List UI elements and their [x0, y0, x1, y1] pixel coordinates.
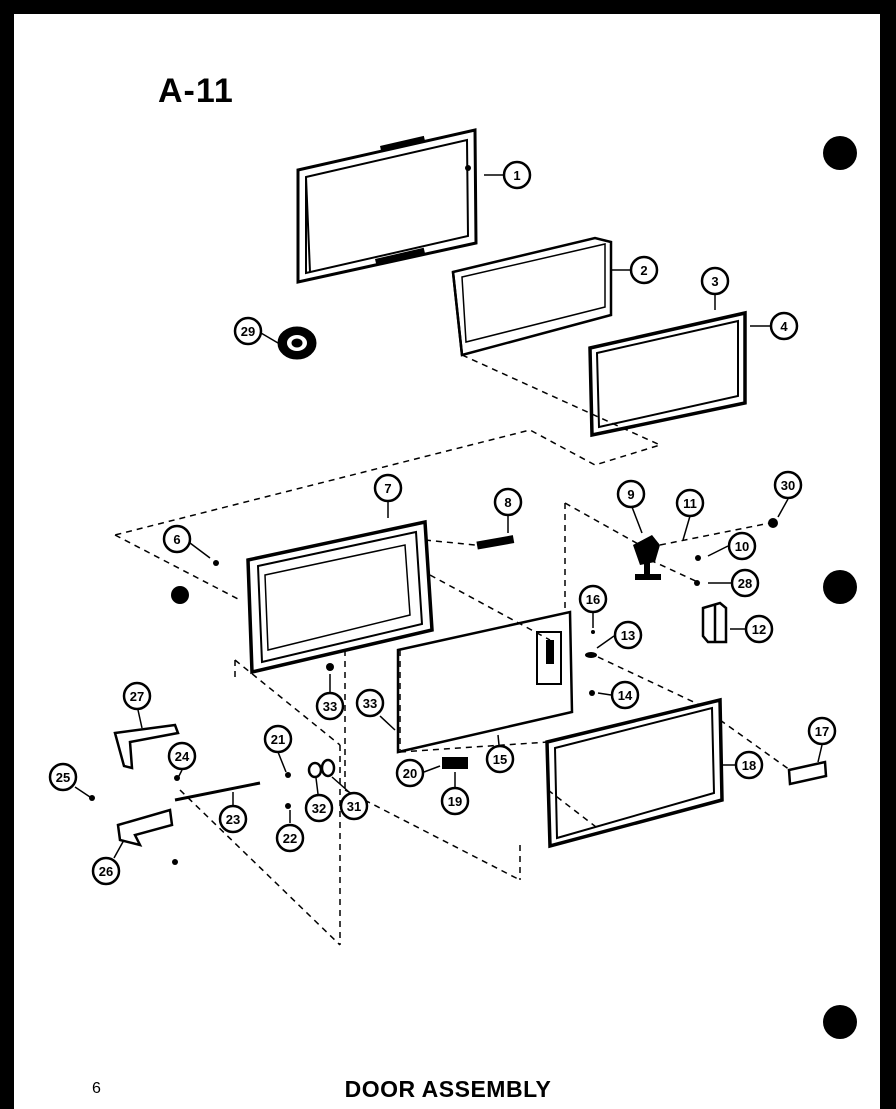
part-bracket — [113, 723, 180, 770]
part-knob — [277, 326, 317, 360]
callout-16: 16 — [578, 584, 608, 614]
callout-15: 15 — [485, 744, 515, 774]
svg-text:4: 4 — [780, 319, 788, 334]
callout-13: 13 — [613, 620, 643, 650]
callout-9: 9 — [616, 479, 646, 509]
svg-text:27: 27 — [130, 689, 144, 704]
svg-text:22: 22 — [283, 831, 297, 846]
callout-25: 25 — [48, 762, 78, 792]
svg-text:31: 31 — [347, 799, 361, 814]
callout-22: 22 — [275, 823, 305, 853]
callout-20: 20 — [395, 758, 425, 788]
callout-27: 27 — [122, 681, 152, 711]
svg-text:25: 25 — [56, 770, 70, 785]
callout-4: 4 — [769, 311, 799, 341]
diagram-caption: DOOR ASSEMBLY — [344, 1076, 552, 1102]
part-handle — [787, 760, 828, 786]
svg-text:14: 14 — [618, 688, 633, 703]
svg-text:9: 9 — [627, 487, 634, 502]
svg-text:10: 10 — [735, 539, 749, 554]
callout-19: 19 — [440, 786, 470, 816]
svg-text:33: 33 — [323, 699, 337, 714]
svg-text:11: 11 — [683, 496, 697, 511]
svg-text:13: 13 — [621, 628, 635, 643]
svg-text:32: 32 — [312, 801, 326, 816]
part-hinge-bar — [476, 535, 515, 550]
svg-text:12: 12 — [752, 622, 766, 637]
svg-text:19: 19 — [448, 794, 462, 809]
callout-33-left: 33 — [315, 691, 345, 721]
callout-33-right: 33 — [355, 688, 385, 718]
svg-text:8: 8 — [504, 495, 511, 510]
svg-text:15: 15 — [493, 752, 507, 767]
callout-17: 17 — [807, 716, 837, 746]
callout-10: 10 — [727, 531, 757, 561]
small-fasteners — [89, 518, 778, 865]
paper-sheet — [14, 14, 880, 1109]
binder-hole-top — [823, 136, 857, 170]
svg-text:23: 23 — [226, 812, 240, 827]
callout-32: 32 — [304, 793, 334, 823]
callout-29: 29 — [233, 316, 263, 346]
svg-text:20: 20 — [403, 766, 417, 781]
svg-text:26: 26 — [99, 864, 113, 879]
callout-26: 26 — [91, 856, 121, 886]
part-door-frame — [246, 519, 434, 675]
svg-text:29: 29 — [241, 324, 255, 339]
callout-3: 3 — [700, 266, 730, 296]
svg-text:24: 24 — [175, 749, 190, 764]
part-latch-block — [701, 601, 728, 644]
callout-7: 7 — [373, 473, 403, 503]
binder-hole-middle — [823, 570, 857, 604]
part-gasket — [588, 310, 747, 438]
part-inner-frame — [296, 128, 478, 284]
part-latch — [633, 535, 661, 580]
dashed-guide-lines — [114, 354, 791, 946]
part-rod — [174, 781, 261, 802]
page-title: A-11 — [158, 72, 234, 110]
svg-text:7: 7 — [384, 481, 391, 496]
svg-text:16: 16 — [586, 592, 600, 607]
part-spring — [442, 757, 468, 769]
svg-text:33: 33 — [363, 696, 377, 711]
callout-11: 11 — [675, 488, 705, 518]
callout-18: 18 — [734, 750, 764, 780]
callout-14: 14 — [610, 680, 640, 710]
svg-text:21: 21 — [271, 732, 285, 747]
svg-text:28: 28 — [738, 576, 752, 591]
callout-30: 30 — [773, 470, 803, 500]
svg-text:3: 3 — [711, 274, 718, 289]
part-inner-panel — [396, 610, 574, 754]
callout-21: 21 — [263, 724, 293, 754]
svg-text:17: 17 — [815, 724, 829, 739]
svg-text:1: 1 — [513, 168, 520, 183]
svg-text:2: 2 — [640, 263, 647, 278]
leader-lines — [74, 174, 823, 859]
svg-text:6: 6 — [173, 532, 180, 547]
callout-23: 23 — [218, 804, 248, 834]
binder-hole-bottom — [823, 1005, 857, 1039]
part-hinge-plate — [116, 808, 174, 847]
part-washers — [307, 758, 336, 779]
callout-2: 2 — [629, 255, 659, 285]
callout-8: 8 — [493, 487, 523, 517]
callout-24: 24 — [167, 741, 197, 771]
svg-text:30: 30 — [781, 478, 795, 493]
part-outer-frame — [545, 697, 724, 849]
callout-6: 6 — [162, 524, 192, 554]
part-tray — [451, 236, 613, 357]
svg-text:18: 18 — [742, 758, 756, 773]
callout-1: 1 — [502, 160, 532, 190]
callout-12: 12 — [744, 614, 774, 644]
callout-31: 31 — [339, 791, 369, 821]
callout-28-upper: 28 — [730, 568, 760, 598]
page-number: 6 — [92, 1080, 101, 1097]
